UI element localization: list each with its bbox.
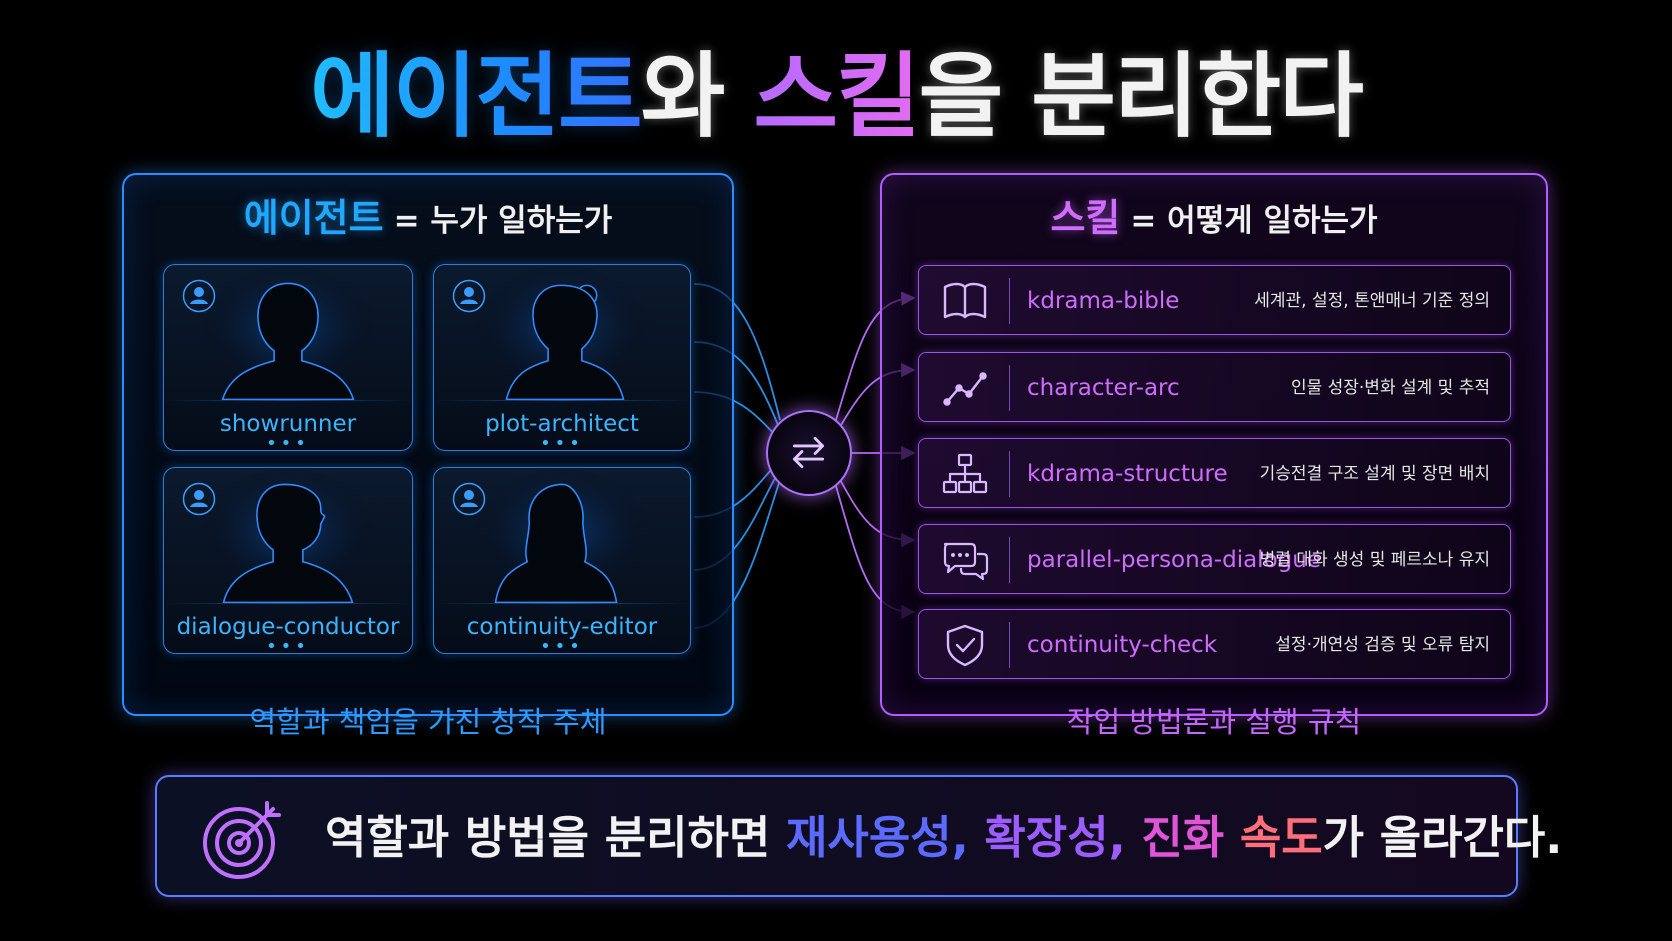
summary-highlight-evolution: 진화 [1141,811,1240,864]
more-dots-icon[interactable]: ••• [540,433,584,451]
agent-name: plot-architect [485,411,639,437]
user-avatar-icon [182,482,216,516]
agent-heading-rest: = 누가 일하는가 [393,203,613,239]
summary-highlight-reusability: 재사용성, [786,811,985,864]
summary-highlight-speed: 속도 [1239,811,1323,864]
summary-text-tail: 가 올라간다. [1322,811,1563,864]
skill-panel-heading: 스킬= 어떻게 일하는가 [882,197,1546,242]
skill-description: 병렬 대화 생성 및 페르소나 유지 [1259,550,1490,570]
skill-description: 기승전결 구조 설계 및 장면 배치 [1259,464,1490,484]
title-skill-word: 스킬 [753,43,920,150]
skill-row-kdrama-bible[interactable]: kdrama-bible 세계관, 설정, 톤앤매너 기준 정의 [918,265,1511,335]
target-arrow-icon [203,801,281,879]
summary-text-lead: 역할과 방법을 분리하면 [325,811,787,864]
main-title: 에이전트와 스킬을 분리한다 [0,42,1672,152]
agent-card-dialogue-conductor[interactable]: dialogue-conductor ••• [163,467,413,654]
user-avatar-icon [452,482,486,516]
agent-panel-caption: 역할과 책임을 가진 창작 주체 [249,705,607,739]
skill-row-kdrama-structure[interactable]: kdrama-structure 기승전결 구조 설계 및 장면 배치 [918,438,1511,508]
hierarchy-icon [942,453,988,494]
summary-banner: 역할과 방법을 분리하면 재사용성, 확장성, 진화 속도가 올라간다. [155,775,1562,897]
swap-arrows-icon [766,410,852,496]
agent-card-plot-architect[interactable]: plot-architect ••• [433,264,691,451]
more-dots-icon[interactable]: ••• [266,433,310,451]
shield-check-icon [946,624,984,667]
agent-heading-key: 에이전트 [243,196,384,240]
skill-row-parallel-persona-dialogue[interactable]: parallel-persona-dialogue 병렬 대화 생성 및 페르소… [918,524,1511,594]
trend-line-icon [943,372,987,406]
agent-name: showrunner [219,411,357,437]
more-dots-icon[interactable]: ••• [266,636,310,654]
summary-highlight-scalability: 확장성, [984,811,1142,864]
skill-name: character-arc [1027,375,1180,401]
skill-name: continuity-check [1027,632,1218,658]
skill-description: 설정·개연성 검증 및 오류 탐지 [1275,635,1490,655]
agent-card-showrunner[interactable]: showrunner ••• [163,264,413,451]
summary-message: 역할과 방법을 분리하면 재사용성, 확장성, 진화 속도가 올라간다. [325,777,1562,899]
skill-description: 인물 성장·변화 설계 및 추적 [1290,378,1490,398]
male-silhouette-icon [198,265,378,400]
skill-row-character-arc[interactable]: character-arc 인물 성장·변화 설계 및 추적 [918,352,1511,422]
skill-heading-rest: = 어떻게 일하는가 [1130,203,1378,239]
skill-name: kdrama-structure [1027,461,1228,487]
skill-name: parallel-persona-dialogue [1027,547,1321,573]
agent-name: dialogue-conductor [176,614,400,640]
title-suffix: 을 분리한다 [918,43,1364,150]
agent-card-continuity-editor[interactable]: continuity-editor ••• [433,467,691,654]
female-silhouette-icon [472,468,652,603]
skill-row-continuity-check[interactable]: continuity-check 설정·개연성 검증 및 오류 탐지 [918,609,1511,679]
title-connector: 와 [640,43,754,150]
female-silhouette-icon [472,265,652,400]
agent-panel-heading: 에이전트= 누가 일하는가 [124,197,732,242]
book-icon [943,282,987,319]
user-avatar-icon [182,279,216,313]
agent-name: continuity-editor [466,614,658,640]
chat-bubbles-icon [943,542,989,581]
male-silhouette-icon [198,468,378,603]
title-agent-word: 에이전트 [310,43,643,150]
user-avatar-icon [452,279,486,313]
skill-description: 세계관, 설정, 톤앤매너 기준 정의 [1254,291,1490,311]
skill-panel-caption: 작업 방법론과 실행 규칙 [1066,705,1362,739]
skill-name: kdrama-bible [1027,288,1180,314]
skill-heading-key: 스킬 [1050,196,1121,240]
more-dots-icon[interactable]: ••• [540,636,584,654]
